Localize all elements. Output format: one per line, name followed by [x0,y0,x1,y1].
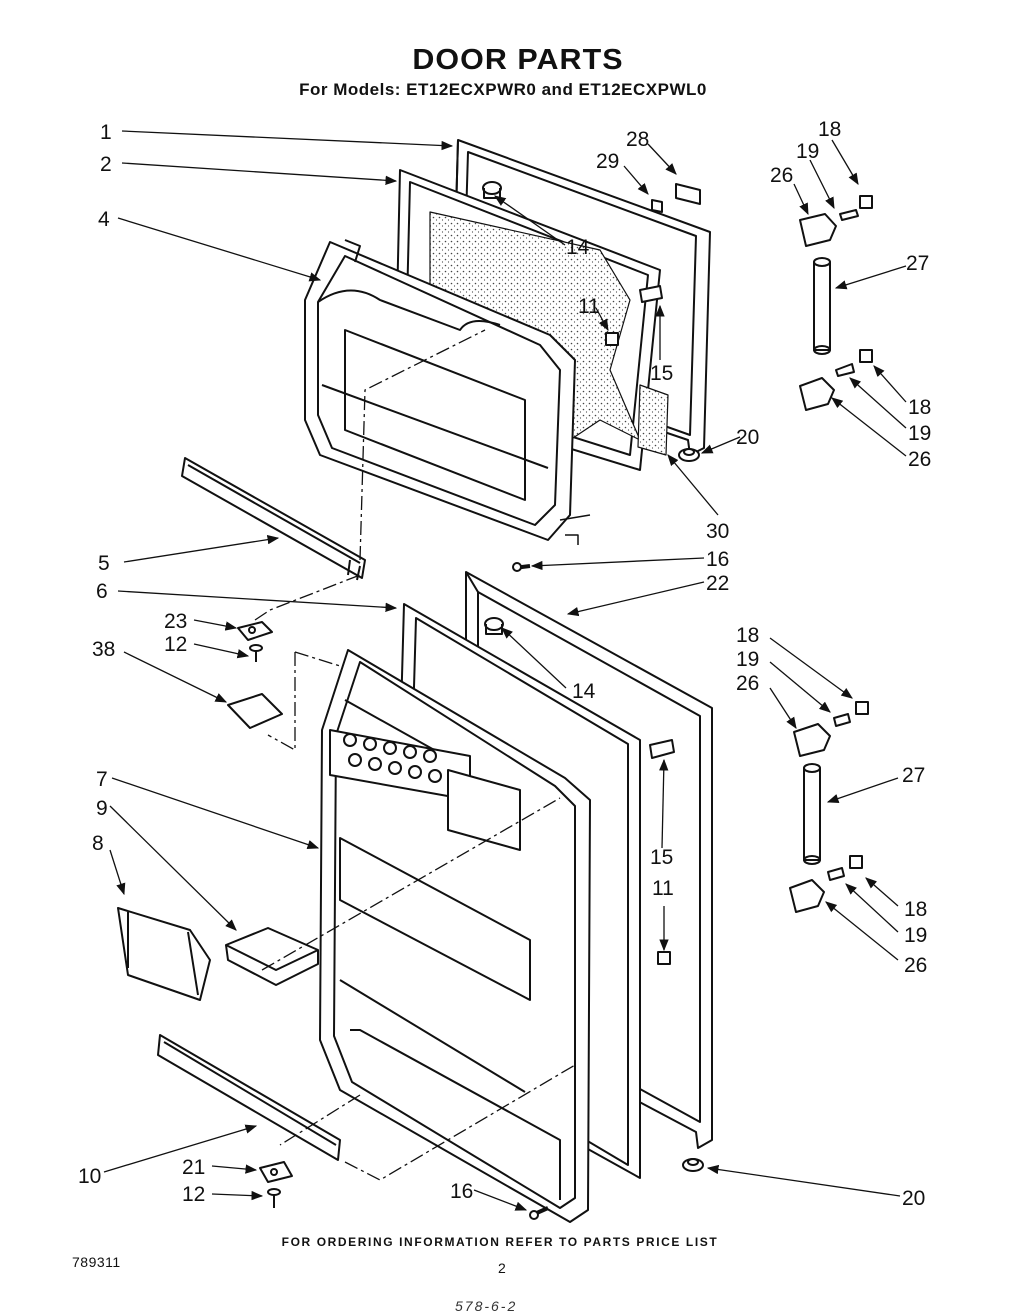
callout-27a: 27 [906,252,929,275]
callout-16a: 16 [706,548,729,571]
callout-12a: 12 [164,633,187,656]
callout-26a: 26 [770,164,793,187]
callout-18d: 18 [904,898,927,921]
handwritten-note: 578-6-2 [455,1298,518,1314]
callout-29: 29 [596,150,619,173]
callout-19c: 19 [736,648,759,671]
fresh-food-construction-lines [261,651,576,1181]
upper-hinge-bottom [793,701,869,757]
callout-labels: 1 2 4 28 29 14 11 15 20 30 5 16 6 22 23 … [78,118,931,1210]
callout-19a: 19 [796,140,819,163]
hinge-bracket-23 [237,621,273,641]
callout-20a: 20 [736,426,759,449]
lift-tab-38 [227,693,283,729]
callout-8: 8 [92,832,104,855]
callout-38: 38 [92,638,115,661]
page-number: 2 [498,1260,506,1276]
callout-26c: 26 [736,672,759,695]
freezer-construction-lines [254,329,486,621]
butter-tray-9 [225,927,319,986]
callout-21: 21 [182,1156,205,1179]
callout-10: 10 [78,1165,101,1188]
leader-lines [103,130,907,1211]
hinge-pin-tube-top [813,257,831,355]
callout-15b: 15 [650,846,673,869]
door-cam-bottom [649,739,675,759]
callout-1: 1 [100,121,112,144]
door-screw-top [512,562,531,572]
fresh-food-door-liner [319,649,591,1223]
plug-11-bottom [657,951,671,965]
callout-14b: 14 [572,680,596,703]
door-cam-top [639,285,663,303]
hinge-bracket-21 [259,1161,293,1183]
screw-12-bottom [267,1188,281,1208]
fresh-food-handle-trim-10 [157,1034,341,1161]
callout-18c: 18 [736,624,759,647]
callout-7: 7 [96,768,108,791]
ordering-note: FOR ORDERING INFORMATION REFER TO PARTS … [281,1235,719,1249]
callout-2: 2 [100,153,112,176]
page-title: DOOR PARTS [412,44,624,76]
model-subtitle: For Models: ET12ECXPWR0 and ET12ECXPWL0 [299,80,707,99]
freezer-door-handle-trim [181,457,366,581]
door-stop-bottom [484,617,504,635]
label-29 [651,199,663,213]
hinge-pin-tube-bottom [803,763,821,865]
door-stop-top [482,181,502,199]
callout-6: 6 [96,580,108,603]
document-number: 789311 [72,1254,121,1270]
callout-14a: 14 [566,236,590,259]
callout-20b: 20 [902,1187,925,1210]
callout-18a: 18 [818,118,841,141]
callout-11b: 11 [652,877,674,900]
callout-27b: 27 [902,764,925,787]
callout-19b: 19 [908,422,931,445]
dairy-compartment-door [447,769,521,851]
lower-hinge-bottom [789,855,863,913]
callout-16b: 16 [450,1180,473,1203]
bushing-20-bottom [682,1158,704,1172]
bushing-20-top [678,448,700,462]
callout-22: 22 [706,572,729,595]
callout-26b: 26 [908,448,931,471]
callout-15a: 15 [650,362,673,385]
callout-5: 5 [98,552,110,575]
callout-26d: 26 [904,954,927,977]
callout-23: 23 [164,610,187,633]
callout-9: 9 [96,797,108,820]
callout-19d: 19 [904,924,927,947]
plug-11-top [605,332,619,346]
callout-28: 28 [626,128,649,151]
screw-12-top [249,644,263,662]
lower-hinge-top [799,349,873,411]
model-label-28 [675,183,701,205]
callout-30: 30 [706,520,729,543]
upper-hinge-top [799,195,873,247]
callout-18b: 18 [908,396,931,419]
freezer-door-liner [304,239,576,541]
door-shelf-bar-8 [117,907,211,1001]
callout-11a: 11 [578,295,600,318]
callout-12b: 12 [182,1183,205,1206]
door-screw-bottom [529,1206,549,1220]
callout-4: 4 [98,208,110,231]
